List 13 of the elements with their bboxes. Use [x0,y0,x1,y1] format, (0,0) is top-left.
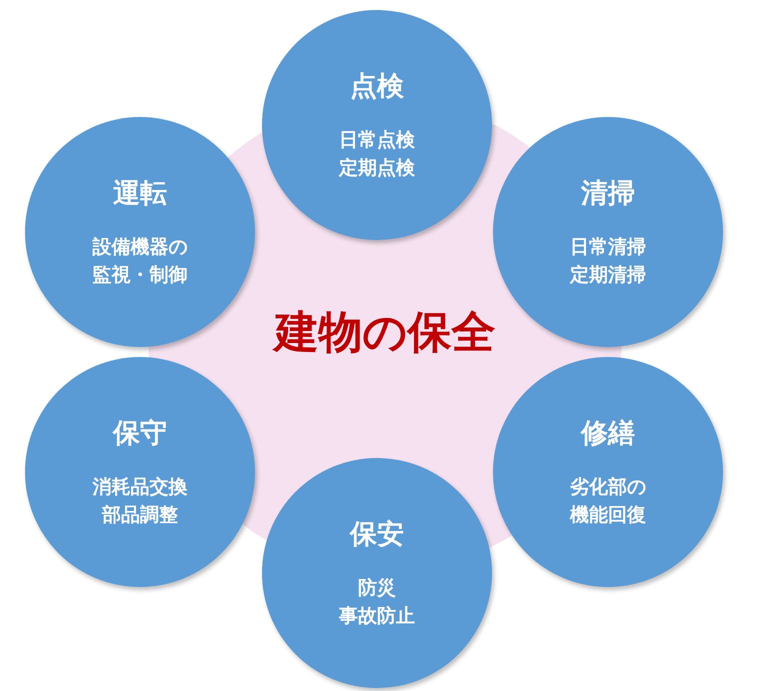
circle-heading: 保安 [350,518,404,552]
circle-text: 消耗品交換部品調整 [92,475,188,528]
circle-text: 日常清掃定期清掃 [570,235,646,288]
circle-heading: 点検 [350,70,404,104]
circle-text: 設備機器の監視・制御 [92,235,188,288]
circle-heading: 修繕 [581,417,635,451]
circle-text: 防災事故防止 [339,576,415,629]
circle-text: 日常点検定期点検 [339,128,415,181]
circle-text: 劣化部の機能回復 [570,475,646,528]
circle-heading: 清掃 [581,177,635,211]
title-text: 建物の保全 [274,307,496,358]
circle-heading: 運転 [113,177,167,211]
circle-heading: 保守 [113,417,167,451]
